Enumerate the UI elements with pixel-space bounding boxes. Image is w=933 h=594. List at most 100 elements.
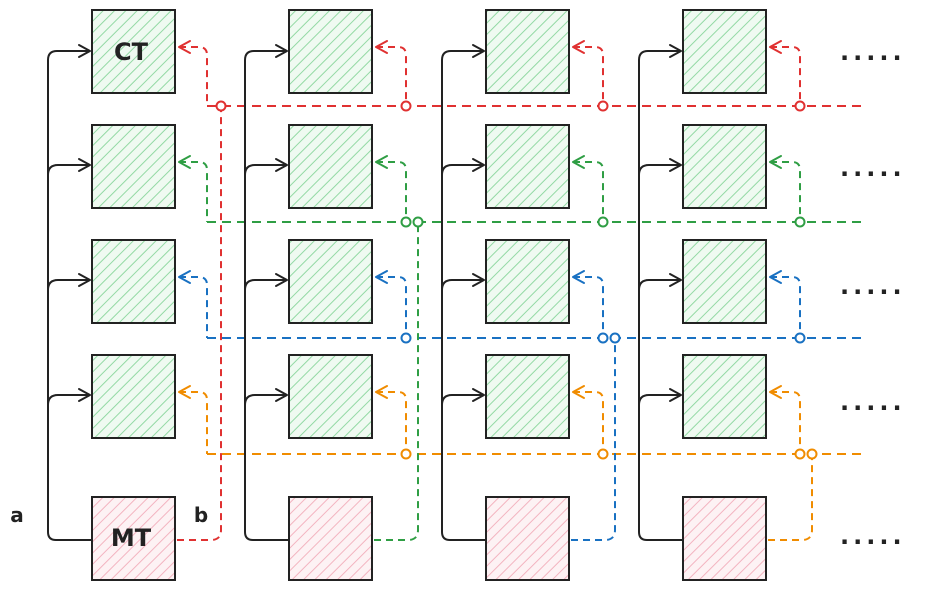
signal-arrow-col-3-row-3	[572, 270, 585, 284]
signal-path-col-3-row-3	[573, 276, 604, 338]
control-trunk-col-1	[47, 50, 92, 541]
continuation-ellipsis-row-3: .....	[840, 272, 906, 300]
junction-green-3	[794, 216, 806, 228]
signal-path-col-1-row-1	[179, 46, 208, 106]
signal-input-col-4-row-1	[769, 40, 801, 106]
ct-box-col-3-row-2	[485, 124, 570, 209]
control-arrow-col-1-row-3	[78, 273, 91, 287]
junction-red-source	[215, 100, 227, 112]
ct-box-col-3-row-3	[485, 239, 570, 324]
signal-arrow-col-4-row-1	[769, 40, 782, 54]
control-trunk-col-3	[441, 50, 486, 541]
signal-path-col-2-row-3	[376, 276, 407, 338]
signal-input-col-2-row-3	[375, 270, 407, 338]
junction-layer	[215, 100, 818, 460]
signal-input-col-2-row-4	[375, 385, 407, 454]
signal-path-col-2-row-1	[376, 46, 407, 106]
junction-red-2	[597, 100, 609, 112]
signal-path-col-4-row-4	[770, 391, 801, 454]
signal-arrow-col-1-row-2	[178, 155, 191, 169]
control-arrow-col-4-row-1	[669, 44, 682, 58]
continuation-ellipsis-row-5: .....	[840, 522, 906, 550]
signal-input-col-3-row-3	[572, 270, 604, 338]
control-branch-col-4-row-3	[638, 279, 681, 291]
junction-red-1	[400, 100, 412, 112]
signal-path-col-3-row-2	[573, 161, 604, 222]
control-arrow-col-3-row-1	[472, 44, 485, 58]
ct-box-col-4-row-3	[682, 239, 767, 324]
mt-box-col-4	[682, 496, 767, 581]
signal-arrow-col-3-row-2	[572, 155, 585, 169]
signal-path-col-3-row-4	[573, 391, 604, 454]
control-branch-col-1-row-4	[47, 394, 90, 406]
signal-input-col-1-row-2	[178, 155, 208, 222]
signal-input-col-1-row-3	[178, 270, 208, 338]
signal-input-col-1-row-1	[178, 40, 208, 106]
control-branch-col-4-row-4	[638, 394, 681, 406]
signal-path-col-4-row-2	[770, 161, 801, 222]
control-wire-col-3	[441, 44, 486, 541]
mt-output-wire-col-3	[571, 338, 616, 541]
signal-input-col-1-row-4	[178, 385, 208, 454]
continuation-ellipsis-row-4: .....	[840, 388, 906, 416]
input-a-label: a	[10, 503, 24, 527]
control-arrow-col-2-row-3	[275, 273, 288, 287]
signal-input-col-4-row-3	[769, 270, 801, 338]
ct-box-col-2-row-3	[288, 239, 373, 324]
junction-green-2	[597, 216, 609, 228]
signal-path-col-2-row-2	[376, 161, 407, 222]
signal-input-col-3-row-1	[572, 40, 604, 106]
control-wire-col-4	[638, 44, 683, 541]
mt-output-wire-col-4	[768, 454, 813, 541]
signal-input-col-3-row-4	[572, 385, 604, 454]
junction-orange-1	[400, 448, 412, 460]
signal-input-col-4-row-2	[769, 155, 801, 222]
control-trunk-col-2	[244, 50, 289, 541]
box-layer	[91, 9, 767, 581]
junction-orange-3	[794, 448, 806, 460]
mt-box-col-3	[485, 496, 570, 581]
signal-arrow-col-1-row-3	[178, 270, 191, 284]
ct-box-col-2-row-4	[288, 354, 373, 439]
control-branch-col-2-row-4	[244, 394, 287, 406]
control-branch-col-1-row-2	[47, 164, 90, 176]
bus-layer	[207, 105, 866, 455]
junction-green-1	[400, 216, 412, 228]
signal-arrow-col-3-row-1	[572, 40, 585, 54]
signal-arrow-col-4-row-2	[769, 155, 782, 169]
signal-input-col-2-row-2	[375, 155, 407, 222]
continuation-ellipsis-row-1: .....	[840, 38, 906, 66]
junction-blue-source	[609, 332, 621, 344]
control-arrow-col-1-row-1	[78, 44, 91, 58]
junction-blue-1	[400, 332, 412, 344]
control-branch-col-2-row-3	[244, 279, 287, 291]
signal-arrow-col-1-row-1	[178, 40, 191, 54]
signal-arrow-col-2-row-3	[375, 270, 388, 284]
control-arrow-col-1-row-2	[78, 158, 91, 172]
control-arrow-col-2-row-1	[275, 44, 288, 58]
signal-arrow-col-4-row-4	[769, 385, 782, 399]
signal-path-col-1-row-3	[179, 276, 208, 338]
junction-green-source	[412, 216, 424, 228]
control-branch-col-1-row-3	[47, 279, 90, 291]
signal-arrow-col-3-row-4	[572, 385, 585, 399]
mt-output-wire-col-2	[374, 222, 419, 541]
control-branch-col-2-row-2	[244, 164, 287, 176]
junction-orange-2	[597, 448, 609, 460]
output-b-label: b	[194, 503, 208, 527]
ct-box-col-3-row-4	[485, 354, 570, 439]
signal-arrow-col-1-row-4	[178, 385, 191, 399]
mt-output-wire-col-1	[177, 106, 222, 541]
control-trunk-col-4	[638, 50, 683, 541]
ct-box-col-2-row-1	[288, 9, 373, 94]
control-wire-layer	[47, 44, 683, 541]
junction-orange-source	[806, 448, 818, 460]
continuation-ellipsis-row-2: .....	[840, 154, 906, 182]
control-arrow-col-2-row-4	[275, 388, 288, 402]
signal-arrow-col-2-row-4	[375, 385, 388, 399]
junction-red-3	[794, 100, 806, 112]
control-arrow-col-4-row-3	[669, 273, 682, 287]
control-arrow-col-4-row-4	[669, 388, 682, 402]
